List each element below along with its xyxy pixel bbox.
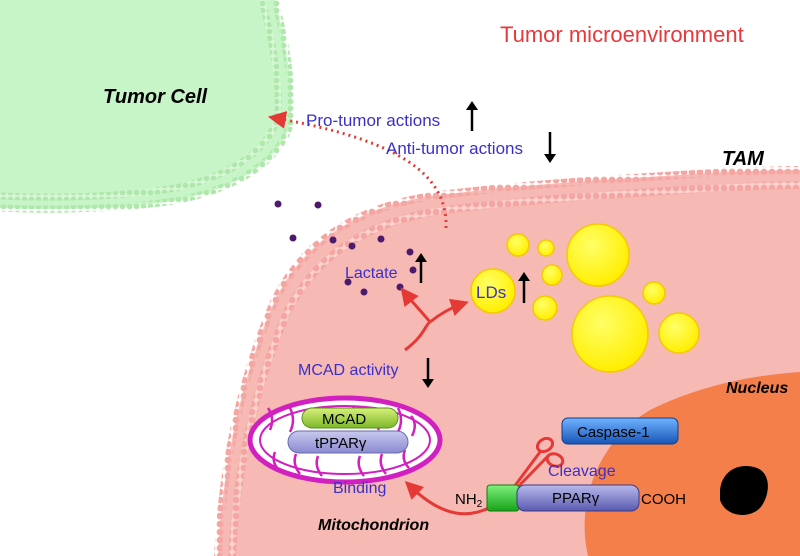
lipid-droplets bbox=[470, 223, 700, 373]
ppar-n-domain bbox=[486, 484, 520, 512]
pro-tumor-label: Pro-tumor actions bbox=[306, 111, 440, 130]
caspase-1-label: Caspase-1 bbox=[577, 424, 650, 441]
up-arrow-icon-pro-tumor bbox=[466, 101, 478, 131]
tam-label: TAM bbox=[722, 148, 765, 170]
nh2-label: NH2 bbox=[455, 491, 483, 510]
up-arrow-icon-lactate bbox=[415, 253, 427, 283]
caspase-1-protein bbox=[561, 417, 679, 445]
tumor-cell bbox=[0, 0, 295, 213]
nucleolus bbox=[720, 466, 768, 515]
figure-title: Tumor microenvironment bbox=[500, 22, 744, 47]
nucleus-label: Nucleus bbox=[726, 380, 788, 397]
down-arrow-icon-mcad-activity bbox=[422, 358, 434, 388]
binding-label: Binding bbox=[333, 480, 386, 497]
tppar-protein bbox=[287, 430, 409, 454]
tumor-cell-label: Tumor Cell bbox=[103, 86, 208, 108]
ppar-protein bbox=[516, 484, 640, 512]
anti-tumor-label: Anti-tumor actions bbox=[386, 139, 523, 158]
ppar-label: PPARγ bbox=[552, 490, 600, 507]
mitochondrion bbox=[247, 395, 443, 485]
cooh-label: COOH bbox=[641, 491, 686, 508]
tppar-label: tPPARγ bbox=[315, 435, 367, 452]
down-arrow-icon-anti-tumor bbox=[544, 132, 556, 163]
branch-arrow bbox=[400, 287, 469, 352]
mcad-protein bbox=[301, 407, 399, 429]
lds-label: LDs bbox=[476, 283, 506, 302]
cleavage-label: Cleavage bbox=[548, 463, 616, 480]
mcad-activity-label: MCAD activity bbox=[298, 362, 398, 379]
up-arrow-icon-lds bbox=[518, 272, 530, 303]
lactate-label: Lactate bbox=[345, 265, 398, 282]
secretion-arrow bbox=[267, 111, 448, 229]
mitochondrion-label: Mitochondrion bbox=[318, 517, 429, 534]
mcad-label: MCAD bbox=[322, 411, 366, 428]
